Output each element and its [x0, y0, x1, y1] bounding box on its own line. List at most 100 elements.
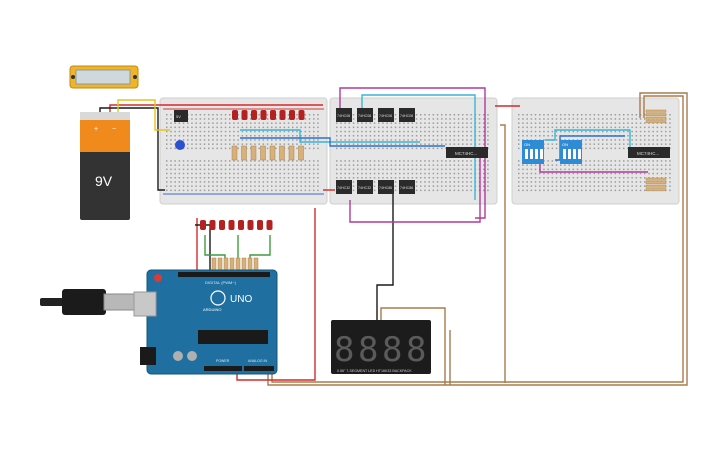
resistor-right-bottom	[645, 188, 667, 192]
reset-button[interactable]	[154, 274, 162, 282]
capacitor[interactable]	[175, 140, 185, 150]
gate-chip-bottom[interactable]	[336, 180, 352, 194]
led-external[interactable]	[238, 220, 244, 230]
gate-chip-bottom-label: 74HC32	[337, 186, 350, 190]
led-board[interactable]	[232, 110, 238, 120]
digital-header[interactable]	[178, 272, 270, 277]
mux-chip-middle-label: MC74HC...	[455, 151, 477, 156]
wire-green-3	[249, 235, 271, 262]
dip-switch-1[interactable]: ON	[522, 140, 544, 164]
power-header[interactable]	[204, 366, 242, 371]
resistor-external	[253, 257, 259, 271]
led-external[interactable]	[219, 220, 225, 230]
dip-switch-2-label: ON	[562, 142, 568, 147]
resistor-external	[217, 257, 223, 271]
wire-brown-display	[380, 307, 446, 385]
wire-red-long	[236, 208, 316, 381]
resistor-external	[229, 257, 235, 271]
wire-red-power	[109, 104, 323, 112]
resistor-right-bottom	[645, 184, 667, 188]
resistor-array-right	[645, 109, 667, 192]
resistor-row-board	[231, 145, 304, 161]
multimeter[interactable]	[69, 65, 139, 89]
arduino-model-label: UNO	[230, 294, 252, 305]
wire-black-display	[376, 190, 394, 320]
wire-blue-1	[240, 137, 445, 147]
battery-9v[interactable]: + − 9V	[80, 112, 130, 220]
led-board[interactable]	[251, 110, 257, 120]
analog-header[interactable]	[244, 366, 274, 371]
led-external[interactable]	[200, 220, 206, 230]
resistor-right-top	[645, 109, 667, 113]
gate-chip-top-label: 74HC08	[358, 114, 371, 118]
arduino-uno[interactable]: DIGITAL (PWM~) UNO ARDUINO POWER ANALOG …	[133, 269, 278, 375]
gate-chip-top-label: 74HC08	[400, 114, 413, 118]
gate-chip-top[interactable]	[357, 108, 373, 122]
resistor-right-top	[645, 116, 667, 120]
resistor-board	[241, 145, 247, 161]
resistor-board	[250, 145, 257, 161]
gate-chip-top-label: 74HC08	[379, 114, 392, 118]
wire-cyan-right	[545, 129, 631, 150]
gate-chip-top[interactable]	[378, 108, 394, 122]
mux-chip-middle[interactable]: MC74HC...	[446, 147, 488, 158]
resistor-right-bottom	[645, 177, 667, 181]
led-board[interactable]	[298, 110, 305, 120]
wire-brown-loop	[267, 92, 688, 386]
arduino-brand-label: ARDUINO	[203, 307, 221, 312]
display-digit: 8	[334, 330, 354, 370]
resistor-external	[235, 257, 241, 271]
wire-yellow	[117, 99, 170, 131]
resistor-external	[211, 257, 217, 271]
gate-chip-bottom[interactable]	[399, 180, 415, 194]
mux-chip-right-label: MC74HC...	[637, 151, 659, 156]
led-board[interactable]	[279, 110, 286, 120]
mux-chip-right[interactable]: MC74HC...	[628, 147, 670, 158]
voltage-regulator[interactable]: 5V	[174, 110, 188, 122]
gate-chip-top[interactable]	[399, 108, 415, 122]
resistor-external	[223, 257, 229, 271]
dip-switch-2[interactable]: ON	[560, 140, 582, 164]
display-digit: 8	[358, 330, 378, 370]
gate-chip-top[interactable]	[336, 108, 352, 122]
power-header-label: POWER	[216, 359, 230, 363]
led-external[interactable]	[257, 220, 263, 230]
resistor-row-external	[211, 257, 259, 271]
resistor-right-top	[645, 113, 667, 117]
battery-plus-label: +	[94, 126, 98, 133]
display-digit: 8	[406, 330, 426, 370]
gate-chip-bottom[interactable]	[378, 180, 394, 194]
led-external[interactable]	[247, 220, 254, 230]
gate-chip-bottom-label: 74HC86	[400, 186, 413, 190]
resistor-board	[279, 145, 285, 161]
wire-cyan-2	[240, 129, 420, 143]
display-digit: 8	[382, 330, 402, 370]
led-row-external	[200, 220, 273, 230]
arduino-logo-icon	[210, 290, 226, 306]
led-external[interactable]	[266, 220, 273, 230]
led-row-board	[232, 110, 305, 120]
led-board[interactable]	[260, 110, 267, 120]
wire-black-gnd	[99, 107, 165, 191]
dip-switch-1-label: ON	[524, 142, 530, 147]
led-external[interactable]	[209, 220, 216, 230]
wire-magenta-1	[339, 87, 486, 219]
led-external[interactable]	[228, 220, 235, 230]
gate-chip-bottom[interactable]	[357, 180, 373, 194]
led-board[interactable]	[241, 110, 248, 120]
resistor-board	[260, 145, 266, 161]
resistor-right-bottom	[645, 181, 667, 185]
led-board[interactable]	[289, 110, 295, 120]
battery-voltage-label: 9V	[95, 173, 113, 189]
led-board[interactable]	[270, 110, 276, 120]
resistor-board	[288, 145, 295, 161]
regulator-label: 5V	[176, 114, 181, 119]
atmega-chip	[198, 330, 268, 344]
usb-cable[interactable]	[40, 289, 135, 315]
resistor-board	[298, 145, 304, 161]
resistor-board	[269, 145, 276, 161]
